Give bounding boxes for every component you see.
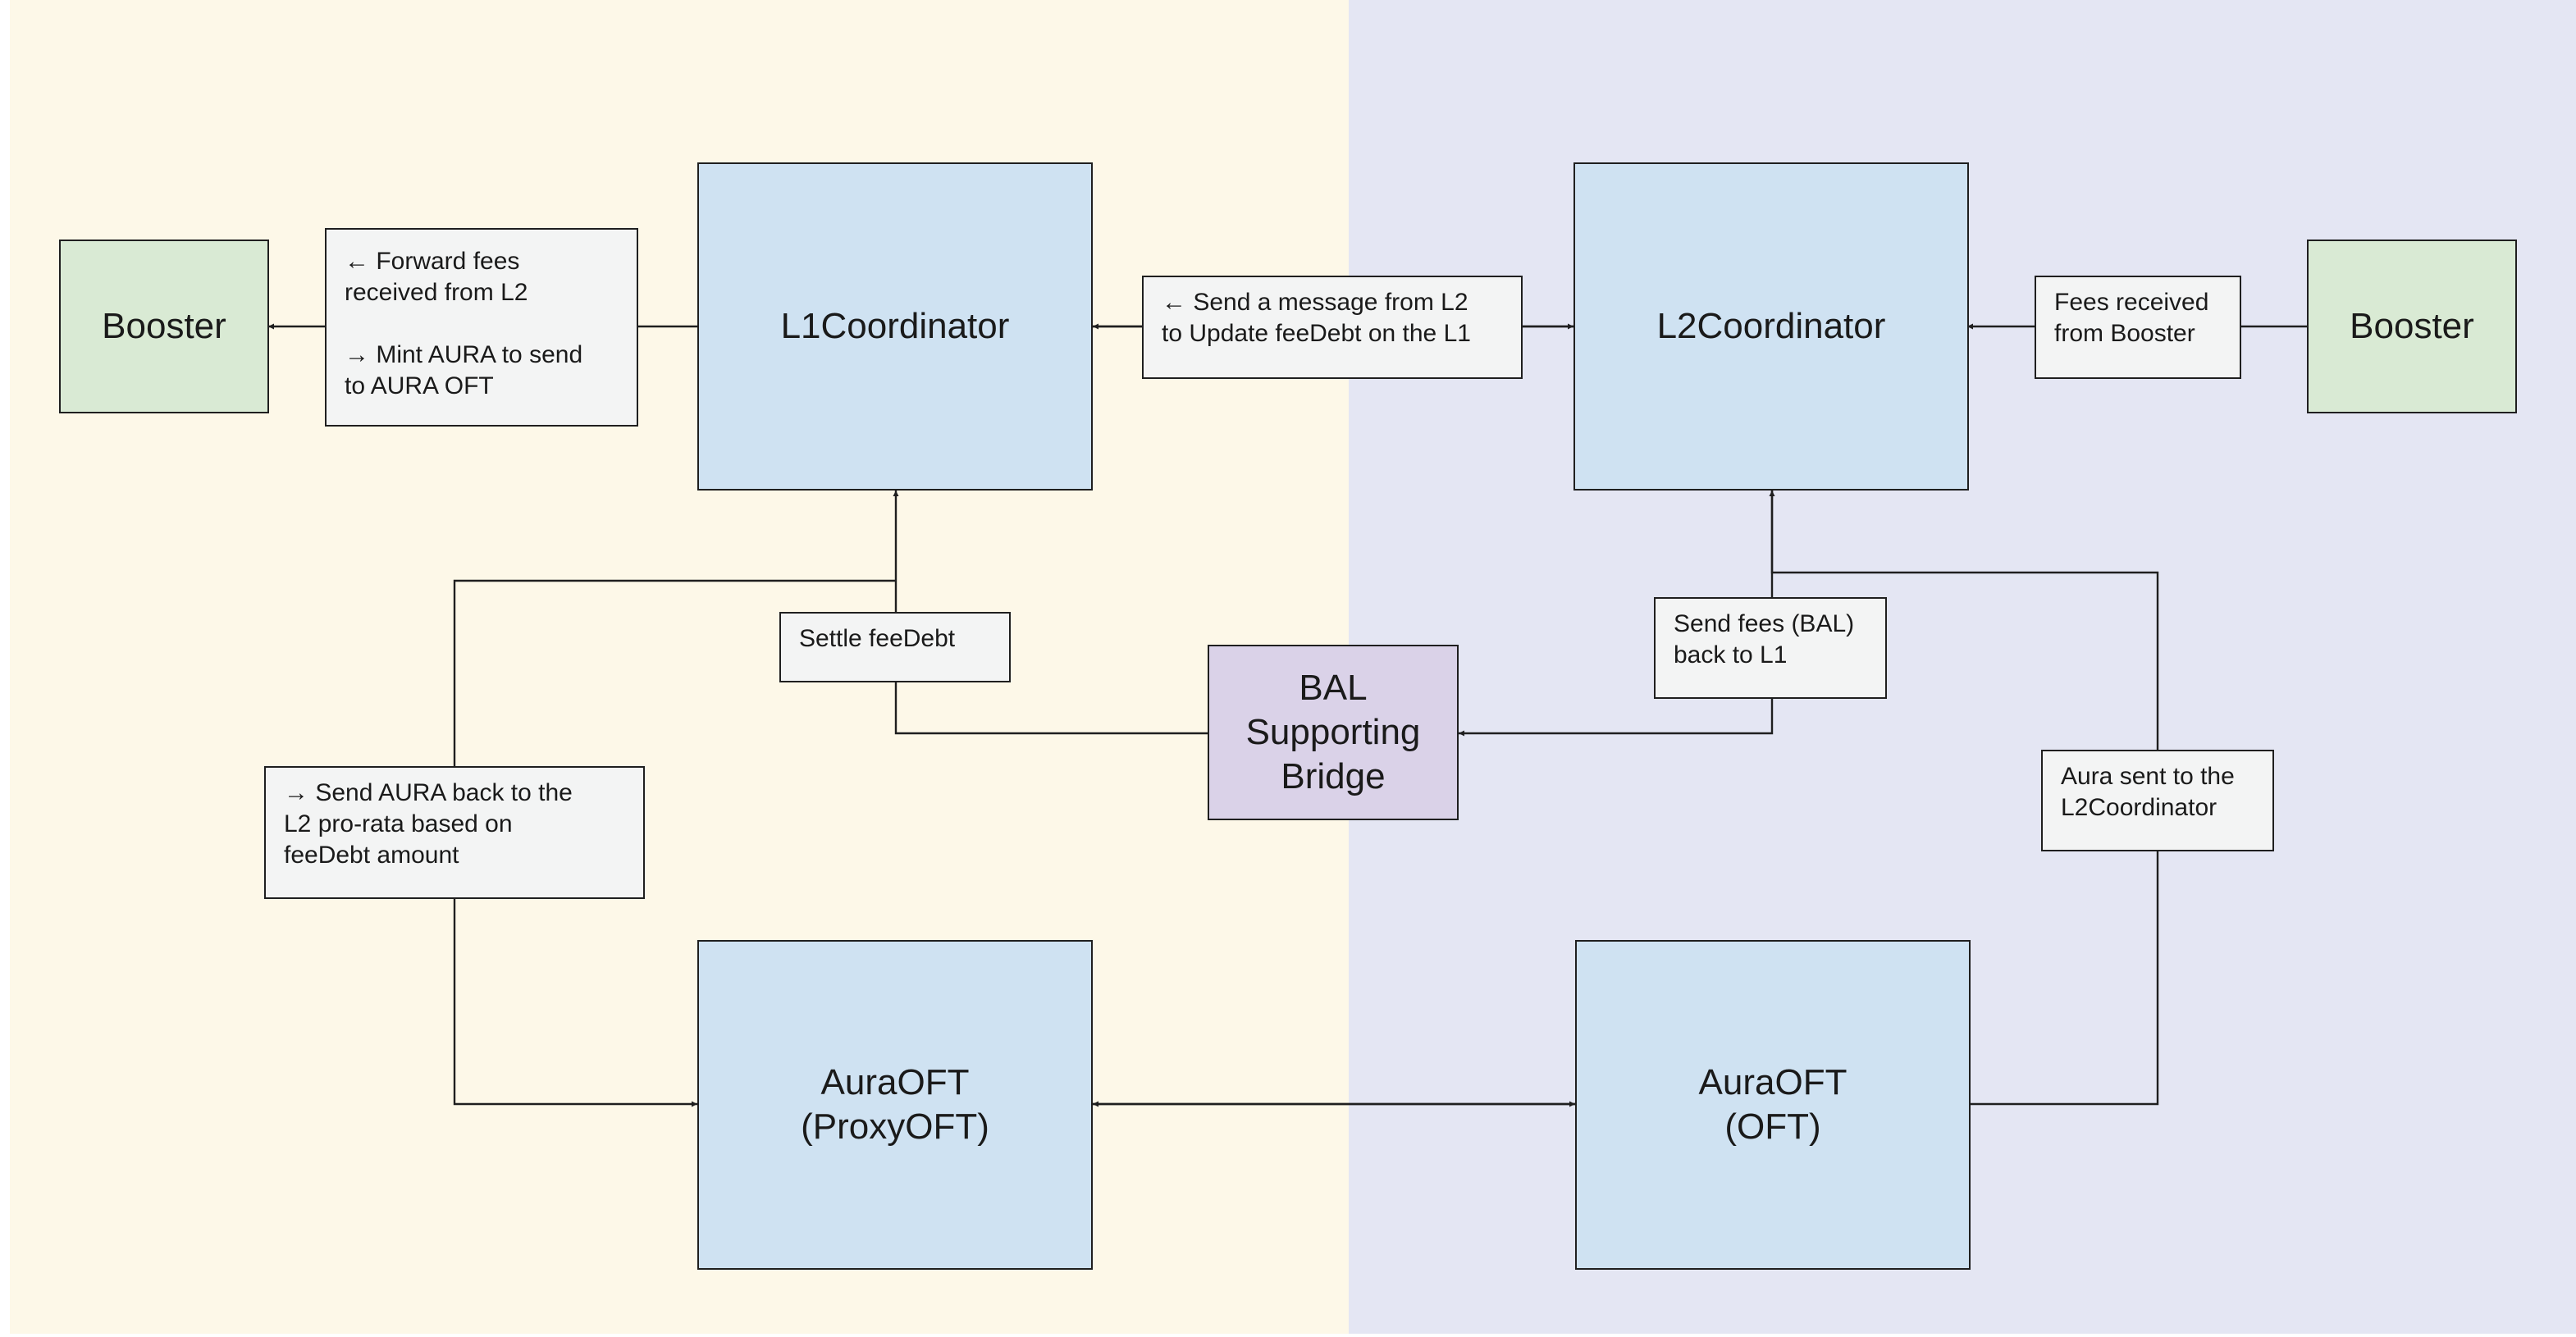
note-line: received from L2 <box>345 279 528 306</box>
note-line: to AURA OFT <box>345 372 494 399</box>
note-line: Settle feeDebt <box>799 625 956 652</box>
note-line: feeDebt amount <box>284 842 459 869</box>
note-line: Aura sent to the <box>2061 763 2235 790</box>
aura-sent-note: Aura sent to the L2Coordinator <box>2041 750 2274 851</box>
settle-fee-debt-note: Settle feeDebt <box>779 612 1011 682</box>
note-line: back to L1 <box>1674 641 1788 668</box>
send-aura-back-note: → Send AURA back to the L2 pro-rata base… <box>264 766 645 899</box>
note-line: Send fees (BAL) <box>1674 610 1855 637</box>
arrow-aurasend-to-proxyoft <box>453 897 697 1107</box>
l1-zone-background <box>10 0 1349 1334</box>
note-line: to Update feeDebt on the L1 <box>1162 320 1471 347</box>
aura-oft-node: AuraOFT (OFT) <box>1575 940 1971 1270</box>
aura-proxy-oft-node: AuraOFT (ProxyOFT) <box>697 940 1093 1270</box>
l1-coordinator-label: L1Coordinator <box>780 306 1010 346</box>
arrow-bridge-to-l1coord <box>893 491 1208 735</box>
note-line: ← Forward fees <box>345 248 520 275</box>
note-line: → Mint AURA to send <box>345 341 583 368</box>
l2-coordinator-node: L2Coordinator <box>1573 162 1969 491</box>
note-line: Fees received <box>2054 289 2209 316</box>
aura-oft-line-1: AuraOFT <box>1698 1062 1848 1102</box>
booster-l1-node: Booster <box>59 240 269 413</box>
bal-bridge-line-2: Supporting <box>1245 712 1421 752</box>
line-aurasend-to-l1coord <box>453 579 896 766</box>
note-line: L2Coordinator <box>2061 794 2217 821</box>
fees-received-note: Fees received from Booster <box>2035 276 2241 379</box>
bal-bridge-node: BAL Supporting Bridge <box>1208 645 1459 820</box>
booster-l1-label: Booster <box>102 306 226 346</box>
forward-fees-note: ← Forward fees received from L2 → Mint A… <box>325 228 638 427</box>
booster-l2-label: Booster <box>2350 306 2474 346</box>
aura-oft-line-2: (OFT) <box>1724 1107 1821 1147</box>
note-gap <box>345 308 619 340</box>
arrow-auraoft-to-l2coord <box>1769 491 2159 1106</box>
booster-l2-node: Booster <box>2307 240 2517 413</box>
send-message-note: ← Send a message from L2 to Update feeDe… <box>1142 276 1523 379</box>
bal-bridge-line-1: BAL <box>1299 668 1368 708</box>
l2-coordinator-label: L2Coordinator <box>1656 306 1886 346</box>
note-line: → Send AURA back to the <box>284 779 573 806</box>
aura-proxy-oft-line-1: AuraOFT <box>820 1062 970 1102</box>
aura-proxy-oft-line-2: (ProxyOFT) <box>801 1107 989 1147</box>
note-line: from Booster <box>2054 320 2195 347</box>
note-line: ← Send a message from L2 <box>1162 289 1468 316</box>
l1-coordinator-node: L1Coordinator <box>697 162 1093 491</box>
bal-bridge-line-3: Bridge <box>1281 756 1386 796</box>
send-fees-bal-note: Send fees (BAL) back to L1 <box>1654 597 1887 699</box>
note-line: L2 pro-rata based on <box>284 810 513 837</box>
